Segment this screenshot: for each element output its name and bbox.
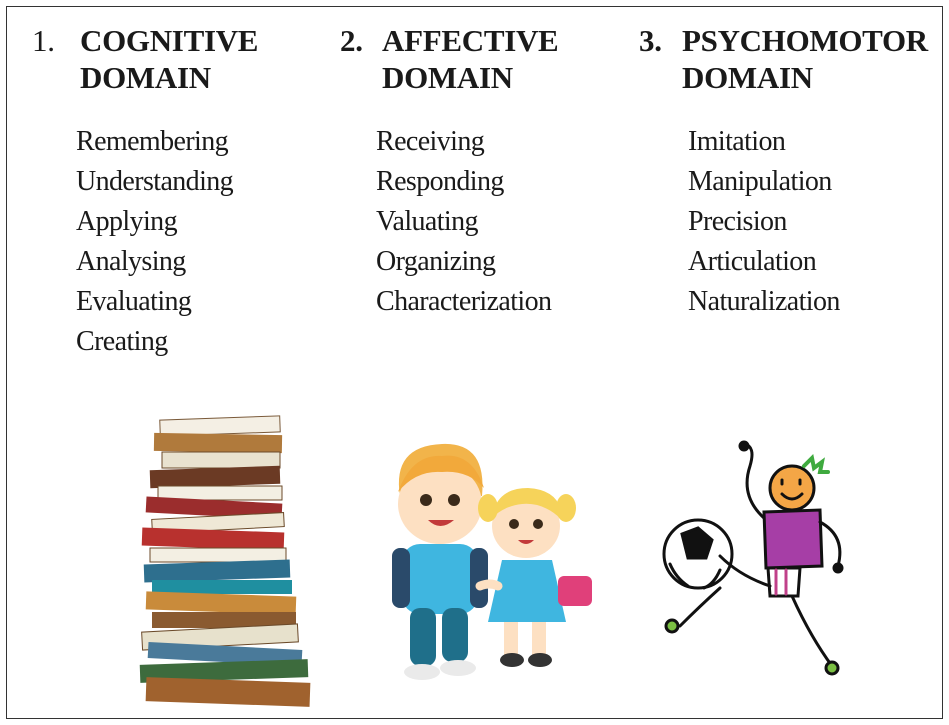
level-item: Remembering [76,126,229,157]
affective-title: AFFECTIVE DOMAIN [382,23,559,95]
affective-number: 2. [340,23,363,58]
affective-levels: Receiving Responding Valuating Organizin… [376,122,602,322]
psychomotor-levels: Imitation Manipulation Precision Articul… [688,122,902,322]
cognitive-title: COGNITIVE DOMAIN [80,23,259,95]
children-illustration [392,443,592,680]
level-item: Imitation [688,126,786,157]
affective-heading: 2. AFFECTIVE DOMAIN [340,22,602,96]
level-item: Analysing [76,246,186,277]
level-item: Responding [376,166,504,197]
level-item: Precision [688,206,787,237]
psychomotor-number: 3. [639,23,662,58]
level-item: Receiving [376,126,485,157]
level-item: Articulation [688,246,817,277]
level-item: Creating [76,326,168,357]
level-item: Applying [76,206,178,237]
book-stack-icon [139,415,311,707]
psychomotor-heading: 3. PSYCHOMOTOR DOMAIN [639,22,928,96]
level-item: Naturalization [688,286,840,317]
kicking-figure-illustration [662,440,844,676]
book-stack-illustration [139,415,311,707]
cognitive-column: 1. COGNITIVE DOMAIN Remembering Understa… [32,22,300,362]
psychomotor-title: PSYCHOMOTOR DOMAIN [682,23,928,95]
children-holding-hands-icon [392,443,592,680]
level-item: Characterization [376,286,552,317]
stick-figure-kicking-ball-icon [662,440,844,676]
diagram-frame [6,6,943,719]
level-item: Valuating [376,206,479,237]
psychomotor-column: 3. PSYCHOMOTOR DOMAIN Imitation Manipula… [639,22,928,322]
level-item: Understanding [76,166,234,197]
level-item: Evaluating [76,286,192,317]
cognitive-levels: Remembering Understanding Applying Analy… [76,122,300,362]
affective-column: 2. AFFECTIVE DOMAIN Receiving Responding… [340,22,602,322]
cognitive-number: 1. [32,23,55,58]
cognitive-heading: 1. COGNITIVE DOMAIN [32,22,300,96]
level-item: Organizing [376,246,496,277]
level-item: Manipulation [688,166,832,197]
